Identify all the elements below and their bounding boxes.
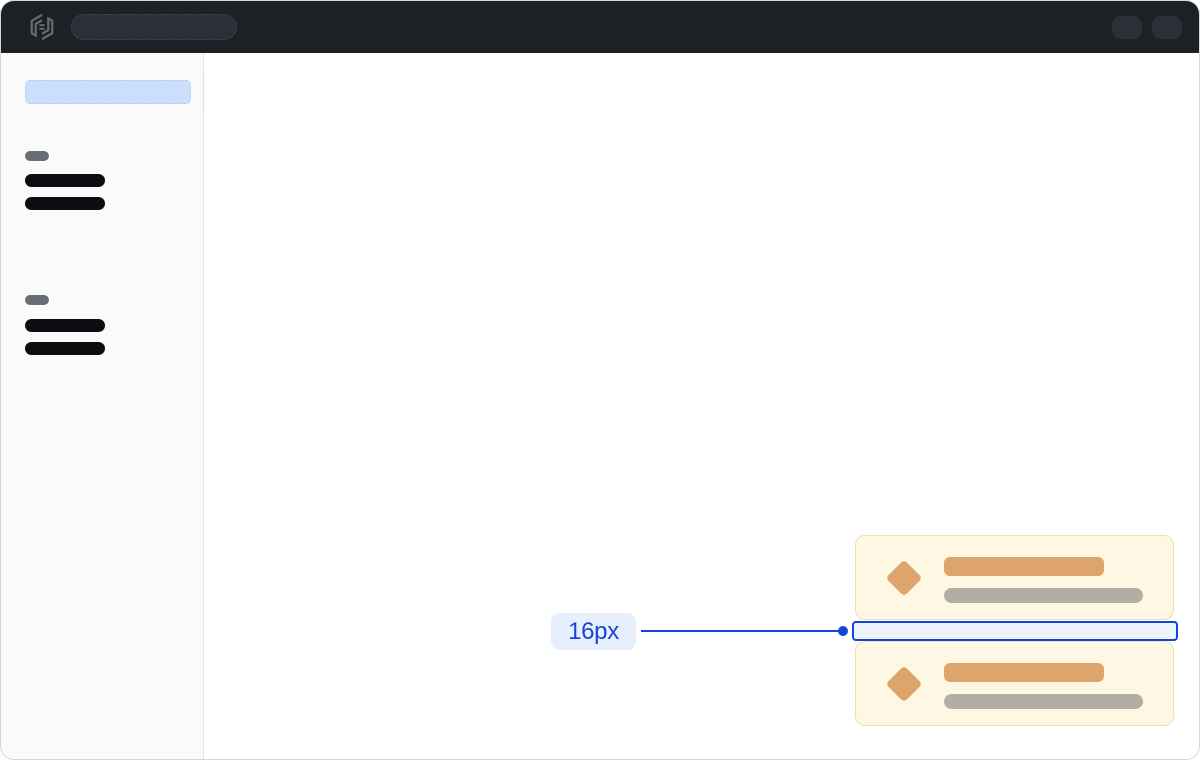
measurement-connector-line: [641, 630, 843, 632]
toast-card: [855, 535, 1174, 620]
sidebar-group2-label-skeleton: [25, 295, 49, 305]
measurement-connector-dot: [838, 626, 848, 636]
spacing-highlight-box: [852, 621, 1178, 641]
sidebar-active-item-skeleton[interactable]: [25, 80, 191, 104]
diamond-icon: [885, 559, 923, 597]
toast-card: [855, 641, 1174, 726]
spacing-measurement-label: 16px: [551, 613, 636, 650]
sidebar-group1-item2-skeleton[interactable]: [25, 197, 105, 210]
top-nav-bar: [1, 1, 1199, 53]
sidebar-group1-label-skeleton: [25, 151, 49, 161]
sidebar-group1-item1-skeleton[interactable]: [25, 174, 105, 187]
toast-title-skeleton: [944, 557, 1104, 576]
sidebar: [1, 53, 204, 759]
sidebar-group2-item2-skeleton[interactable]: [25, 342, 105, 355]
sidebar-group2-item1-skeleton[interactable]: [25, 319, 105, 332]
topbar-action-button-2[interactable]: [1152, 15, 1182, 39]
diamond-icon: [885, 665, 923, 703]
search-input-skeleton[interactable]: [71, 14, 237, 40]
topbar-action-button-1[interactable]: [1112, 15, 1142, 39]
toast-title-skeleton: [944, 663, 1104, 682]
toast-text-skeleton: [944, 694, 1143, 709]
hashicorp-logo-icon: [28, 13, 56, 41]
toast-text-skeleton: [944, 588, 1143, 603]
topbar-actions: [1112, 15, 1182, 39]
